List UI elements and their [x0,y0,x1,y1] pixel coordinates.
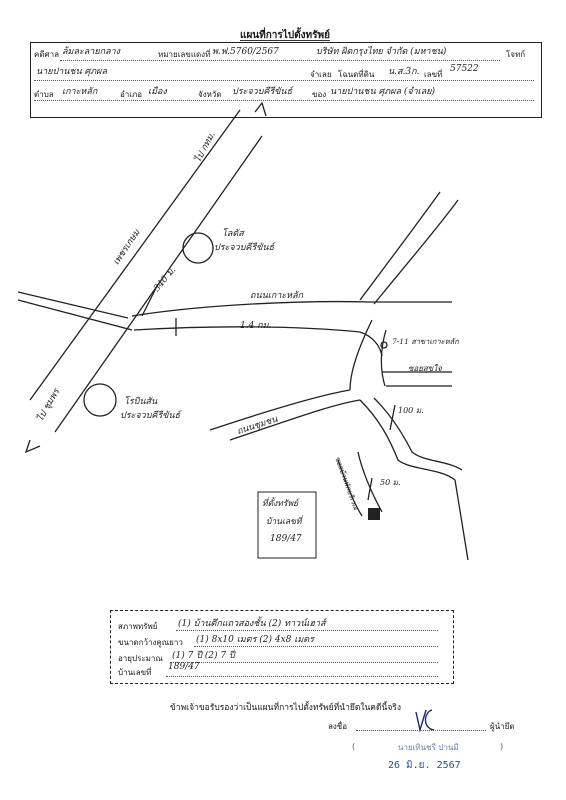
title-underline [240,40,330,41]
robinson-label-2: ประจวบคีรีขันธ์ [120,411,181,421]
dist-100-label: 100 ม. [398,406,424,415]
row1-line [60,60,500,61]
case-label: คดีศาล [34,50,60,59]
seven-eleven-dot [380,341,388,349]
road-main-label: ถนนเกาะหลัก [250,291,304,301]
dist-arrow-340 [141,283,159,317]
stamp-name: นายเทินชรี ปานมี [398,743,459,752]
case-no-label: หมายเลขแดงที่ [158,50,211,59]
district-value: เมือง [148,87,167,97]
north-arrow [254,101,267,117]
page-title: แผนที่การไปตั้งทรัพย์ [240,30,330,41]
subdistrict-value: เกาะหลัก [62,87,98,97]
case-value: ล้มละลายกลาง [62,47,121,57]
property-label-3: 189/47 [270,534,302,544]
highway-right-edge [54,135,263,433]
seven-eleven-label: 7-11 สาขาเกาะหลัก [392,337,459,346]
type-line [176,630,438,631]
size-line [194,646,438,647]
robinson-label-1: โรบินสัน [124,397,158,407]
road-lower-1 [209,389,351,431]
case-no-value: พ.ฟ.5760/2567 [212,47,279,57]
deed-label: โฉนดที่ดิน [338,70,375,79]
lane-1 [337,459,363,517]
age-label: อายุประมาณ [118,654,163,663]
row3-line [34,100,534,101]
province-label: จังหวัด [198,90,222,99]
date-stamp: 26 มิ.ย. 2567 [388,760,461,771]
deed-value: น.ส.3ก. [388,67,420,77]
size-label: ขนาดกว้างคูณยาว [118,638,183,647]
owner-label: ของ [312,90,327,99]
paren-open: ( [352,742,356,751]
type-label: สภาพทรัพย์ [118,622,158,631]
south-arrow [24,439,41,454]
road-v-1 [349,319,373,391]
row2-line [34,80,534,81]
property-label-2: บ้านเลขที่ [266,517,302,527]
dist-50-label: 50 ม. [380,478,401,487]
property-marker [368,508,380,520]
header-frame [30,42,542,118]
size-value: (1) 8x10 เมตร (2) 4x8 เมตร [196,635,314,645]
sign-line [356,730,486,731]
subdistrict-label: ตำบล [34,90,54,99]
dist-main-label: 1.4 กม. [240,321,272,331]
highway-left-edge [29,109,241,401]
role-label: ผู้นำยึด [490,722,515,731]
house-no-line [166,676,438,677]
road-south-1 [359,399,469,561]
deed-no-value: 57522 [450,64,479,74]
road-west [17,291,129,319]
property-callout-box [257,491,317,559]
age-value: (1) 7 ปี (2) 7 ปี [172,651,235,661]
soi-label: ซอยสุขใจ [408,364,442,373]
province-value: ประจวบคีรีขันธ์ [232,87,293,97]
road-ne-2 [373,199,459,305]
defendant-role: จำเลย [310,70,332,79]
property-label-1: ที่ตั้งทรัพย์ [262,499,299,509]
lotus-label-1: โลตัส [222,229,244,239]
type-value: (1) บ้านตึกแถวสองชั้น (2) ทาวน์เฮาส์ [178,619,326,629]
road-main-top [131,300,452,317]
lotus-label-2: ประจวบคีรีขันธ์ [214,243,275,253]
house-no-value: 189/47 [168,662,200,672]
lane-2 [357,451,383,513]
property-details-box [110,610,454,684]
paren-close: ) [500,742,504,751]
dist-arrow-100 [389,404,396,431]
road-ne-1 [359,191,441,301]
lotus-circle [182,232,214,264]
district-label: อำเภอ [120,90,143,99]
road-main-bottom [133,326,383,357]
dist-arrow-50 [367,477,373,501]
house-no-label: บ้านเลขที่ [118,668,152,677]
sign-label: ลงชื่อ [328,722,348,731]
robinson-circle [83,383,117,417]
plaintiff-value: บริษัท ผิดกรุงไทย จำกัด (มหาชน) [316,47,447,57]
certify-text: ข้าพเจ้าขอรับรองว่าเป็นแผนที่การไปตั้งทร… [170,703,402,713]
defendant-value: นายปานชน ศุภผล [36,67,107,77]
age-line [170,662,438,663]
owner-value: นายปานชน ศุภผล (จำเลย) [330,87,436,97]
plaintiff-label: โจทก์ [506,50,526,59]
deed-no-label: เลขที่ [424,70,443,79]
